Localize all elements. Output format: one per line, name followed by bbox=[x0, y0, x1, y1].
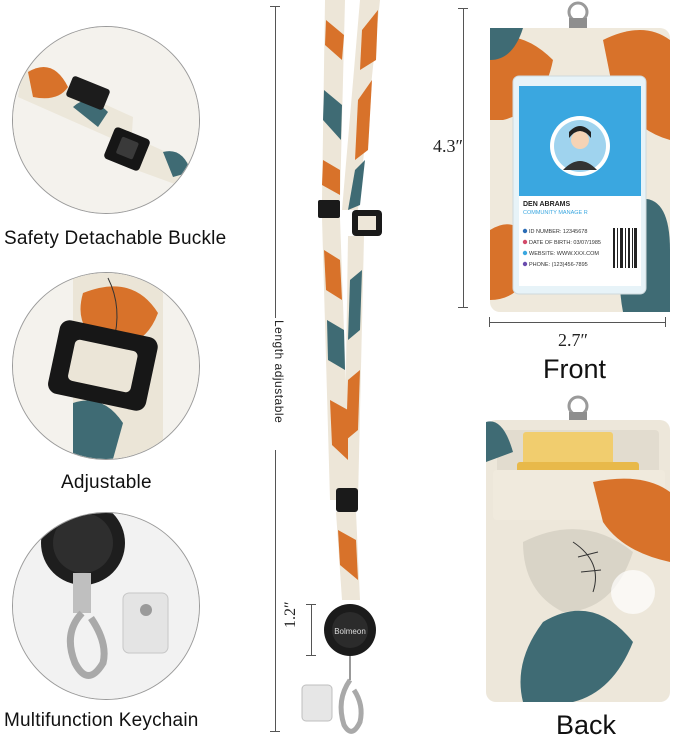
id-role: COMMUNITY MANAGE R bbox=[523, 210, 588, 216]
lanyard-image: Bolmeon bbox=[301, 0, 382, 734]
back-label: Back bbox=[556, 710, 617, 740]
id-birth: DATE OF BIRTH: 03/07/1985 bbox=[529, 240, 601, 246]
length-bottom-tick bbox=[270, 731, 280, 732]
height-dimension-line bbox=[463, 8, 464, 308]
width-label: 2.7″ bbox=[558, 330, 588, 350]
id-website: WEBSITE: WWW.XXX.COM bbox=[529, 251, 599, 257]
height-bottom-tick bbox=[458, 307, 468, 308]
height-top-tick bbox=[458, 8, 468, 9]
adjustable-caption: Adjustable bbox=[61, 472, 152, 493]
id-number: ID NUMBER: 12345678 bbox=[529, 229, 587, 235]
width-left-tick bbox=[489, 317, 490, 327]
front-label: Front bbox=[543, 354, 607, 384]
reel-top-tick bbox=[306, 604, 316, 605]
buckle-caption: Safety Detachable Buckle bbox=[4, 228, 227, 249]
reel-size-label: 1.2″ bbox=[282, 601, 299, 628]
keychain-detail-circle bbox=[12, 512, 200, 700]
id-name: DEN ABRAMS bbox=[523, 201, 571, 208]
length-top-tick bbox=[270, 6, 280, 7]
id-phone: PHONE: (123)456-7895 bbox=[529, 262, 588, 268]
height-label: 4.3″ bbox=[433, 136, 463, 156]
front-holder-image: DEN ABRAMS COMMUNITY MANAGE R ID NUMBER:… bbox=[490, 1, 670, 312]
buckle-detail-circle bbox=[12, 26, 200, 214]
keychain-detail-image bbox=[13, 513, 199, 699]
adjuster-detail-image bbox=[13, 273, 199, 459]
buckle-detail-image bbox=[13, 27, 199, 213]
reel-brand: Bolmeon bbox=[334, 627, 366, 636]
length-label-bg bbox=[268, 318, 284, 450]
keychain-caption: Multifunction Keychain bbox=[4, 710, 199, 731]
reel-bottom-tick bbox=[306, 655, 316, 656]
length-label: Length adjustable bbox=[272, 320, 286, 424]
adjuster-detail-circle bbox=[12, 272, 200, 460]
width-right-tick bbox=[665, 317, 666, 327]
back-holder-image bbox=[486, 395, 670, 702]
reel-dimension-line bbox=[311, 604, 312, 656]
width-dimension-line bbox=[489, 322, 666, 323]
